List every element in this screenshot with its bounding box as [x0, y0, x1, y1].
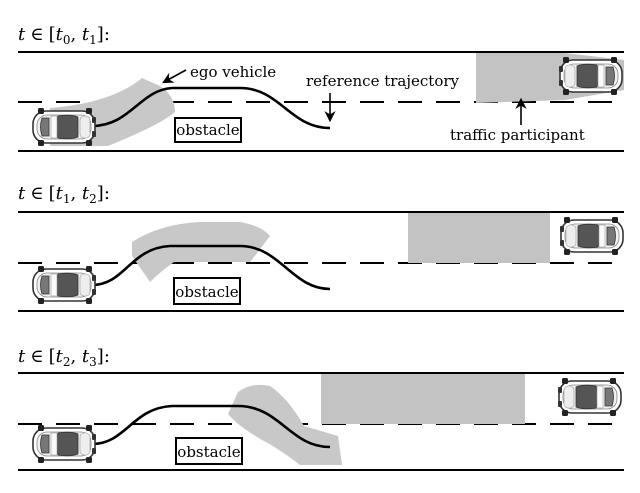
ego-car-icon [32, 107, 97, 147]
traffic-car-icon [559, 216, 624, 256]
traffic-car-icon [558, 56, 623, 96]
panel-1: t∈[t0, t1]: obstacle ego vehicle referen… [18, 24, 624, 152]
ego-car-icon [32, 265, 97, 305]
obstacle-label: obstacle [176, 121, 239, 139]
obstacle-label: obstacle [175, 283, 238, 301]
reference-trajectory [91, 244, 331, 291]
ego-vehicle-arrow-icon [162, 69, 187, 84]
reference-trajectory [91, 404, 331, 449]
obstacle-box [174, 117, 242, 143]
ego-car-icon [32, 424, 97, 464]
traffic-participant-label: traffic participant [450, 126, 585, 144]
panel-2: t∈[t1, t2]: obstacle [18, 183, 624, 312]
ego-vehicle-label: ego vehicle [190, 63, 276, 81]
panel-2-time-label: t∈[t1, t2]: [18, 183, 110, 206]
obstacle-box [175, 437, 243, 465]
traffic-car-icon [557, 377, 622, 417]
reference-trajectory [91, 86, 331, 130]
obstacle-box [173, 277, 241, 305]
reference-trajectory-label: reference trajectory [306, 72, 460, 90]
traffic-participant-occupancy [408, 213, 550, 263]
panel-3-time-label: t∈[t2, t3]: [18, 346, 110, 369]
panel-3: t∈[t2, t3]: obstacle [18, 346, 624, 471]
traffic-participant-occupancy [321, 374, 525, 424]
ego-occupancy [132, 222, 270, 282]
panel-1-time-label: t∈[t0, t1]: [18, 24, 110, 47]
obstacle-label: obstacle [177, 443, 240, 461]
